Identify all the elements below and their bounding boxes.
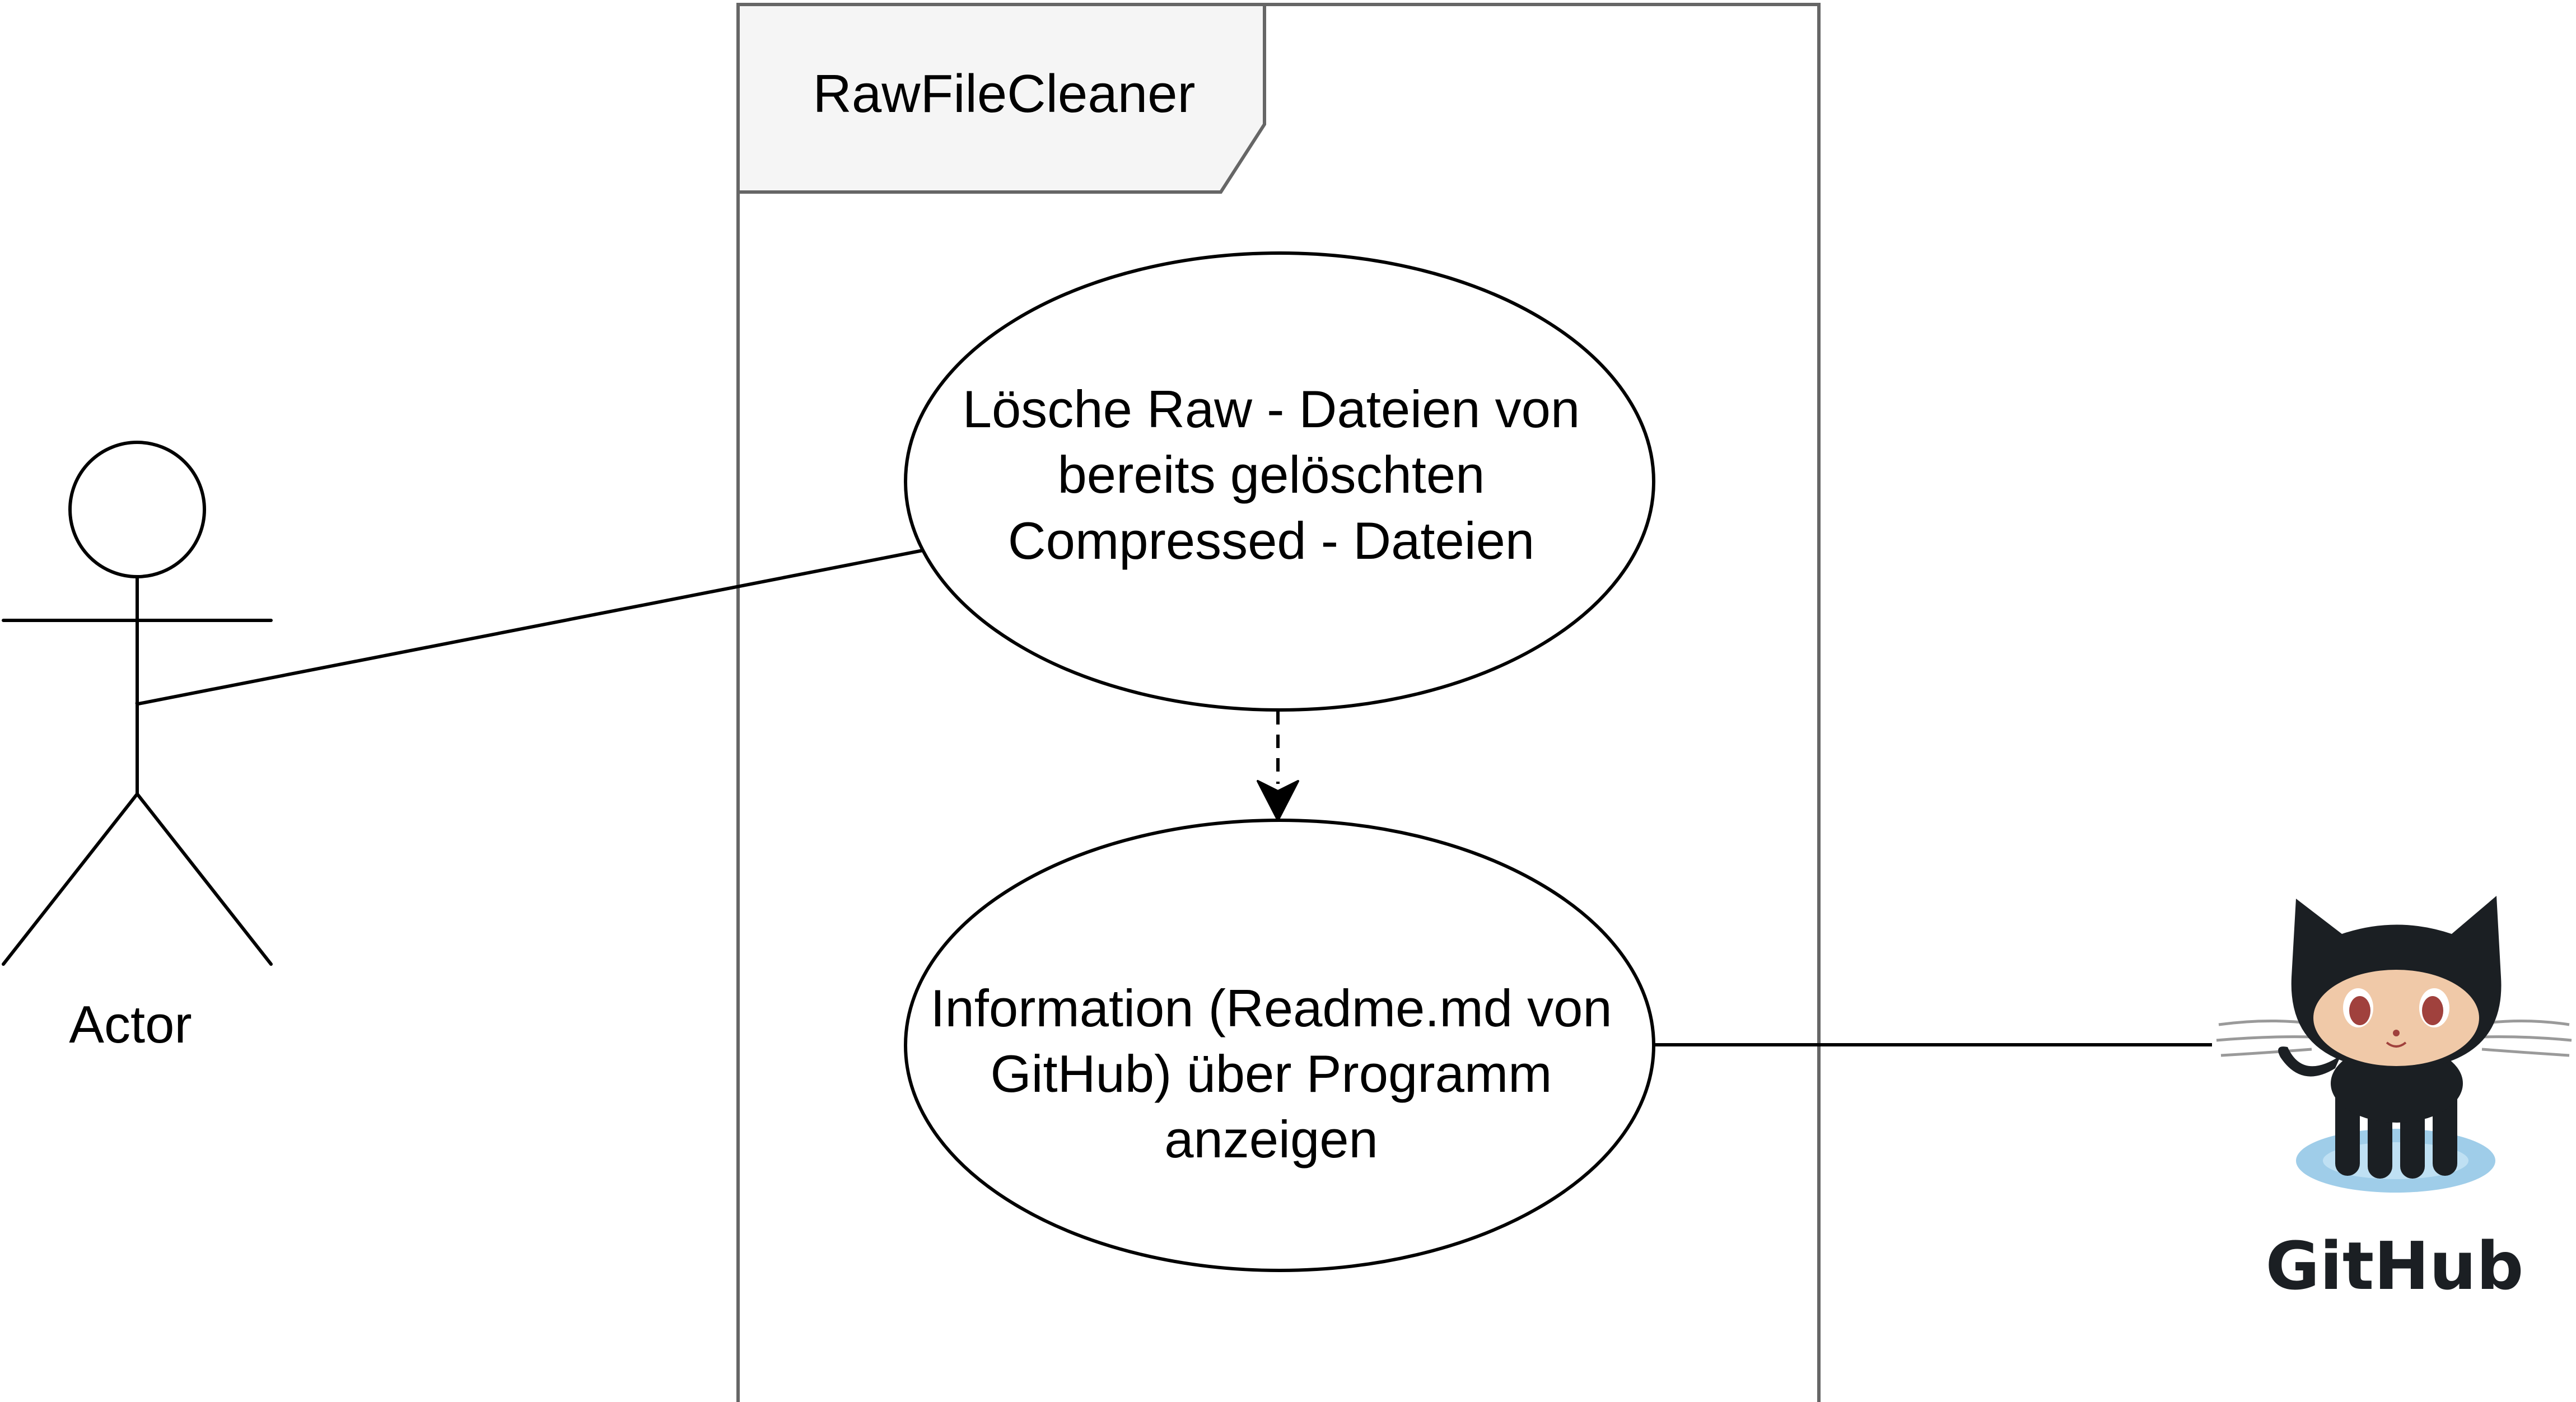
github-label: GitHub — [2266, 1227, 2524, 1305]
use-case-ellipse — [904, 251, 1655, 712]
use-case-ellipse — [904, 819, 1655, 1272]
system-title-tab — [736, 3, 1266, 194]
actor[interactable]: Actor — [2, 441, 273, 1054]
use-case-label-line: Compressed - Dateien — [1008, 511, 1534, 570]
use-case-label-line: Information (Readme.md von — [930, 979, 1612, 1038]
system-title: RawFileCleaner — [813, 64, 1196, 124]
include-dependency-arrow — [1257, 711, 1299, 821]
github-octocat-icon — [2216, 896, 2572, 1193]
actor-association-line — [135, 549, 923, 706]
use-case-label-line: bereits gelöschten — [1058, 445, 1485, 504]
use-case-label-line: GitHub) über Programm — [991, 1044, 1552, 1103]
use-case-delete-raw-files[interactable]: Lösche Raw - Dateien von bereits gelösch… — [904, 251, 1655, 712]
use-case-label-line: anzeigen — [1164, 1110, 1378, 1169]
external-system-github[interactable]: GitHub — [2216, 896, 2572, 1305]
use-case-show-readme-info[interactable]: Information (Readme.md von GitHub) über … — [904, 819, 1655, 1272]
actor-label: Actor — [69, 995, 192, 1054]
stick-figure-icon — [2, 441, 273, 966]
use-case-label-line: Lösche Raw - Dateien von — [963, 380, 1580, 438]
